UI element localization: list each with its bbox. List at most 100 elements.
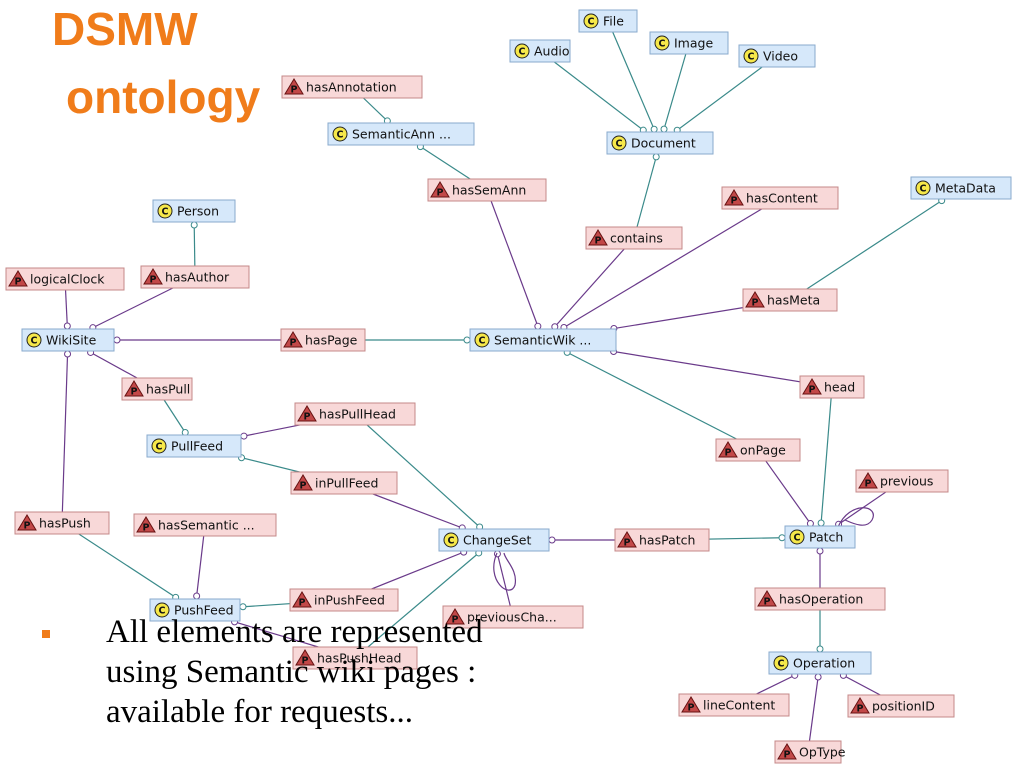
node-label: SemanticAnn ... [352, 127, 451, 142]
svg-text:C: C [778, 659, 785, 670]
class-badge-icon: C [915, 180, 931, 196]
edge-hasSemAnn-semanticWik [486, 189, 544, 341]
class-node-person: C Person [152, 199, 236, 223]
edge-end-marker [463, 336, 471, 344]
node-label: OpType [799, 745, 846, 760]
class-badge-icon: C [474, 332, 490, 348]
node-label: Video [763, 49, 798, 64]
class-badge-icon: C [151, 438, 167, 454]
property-badge-icon: P [745, 291, 765, 309]
bullet-line-2: using Semantic wiki pages : [106, 654, 477, 690]
property-badge-icon: P [617, 531, 637, 549]
svg-text:C: C [337, 130, 344, 141]
edge-end-marker [193, 592, 201, 600]
svg-text:C: C [920, 184, 927, 195]
svg-text:P: P [24, 521, 31, 532]
property-badge-icon: P [850, 697, 870, 715]
edge-hasPushHead-changeSet [354, 539, 495, 659]
class-badge-icon: C [654, 35, 670, 51]
edge-head-patch [819, 386, 833, 538]
class-badge-icon: C [332, 126, 348, 142]
edge-hasPullHead-changeSet [354, 413, 495, 541]
svg-text:P: P [290, 338, 297, 349]
node-label: hasSemantic ... [158, 518, 255, 533]
svg-text:P: P [15, 277, 22, 288]
class-node-wikiSite: C WikiSite [21, 328, 115, 352]
class-badge-icon: C [26, 332, 42, 348]
property-badge-icon: P [17, 514, 37, 532]
self-loop-previouscha-loop [493, 552, 517, 591]
svg-text:C: C [659, 39, 666, 50]
edge-end-marker [190, 221, 198, 229]
edge-end-marker [814, 673, 822, 681]
node-label: onPage [740, 443, 786, 458]
node-label: logicalClock [30, 272, 105, 287]
property-badge-icon: P [293, 474, 313, 492]
edge-end-marker [660, 125, 668, 133]
property-badge-icon: P [445, 608, 465, 626]
edge-hasMeta-metaData [789, 187, 962, 301]
svg-text:P: P [304, 412, 311, 423]
node-label: ChangeSet [463, 533, 531, 548]
class-badge-icon: C [611, 135, 627, 151]
property-badge-icon: P [430, 181, 450, 199]
svg-text:P: P [291, 85, 298, 96]
node-label: hasMeta [767, 293, 820, 308]
edge-end-marker [240, 432, 248, 440]
svg-text:P: P [725, 448, 732, 459]
property-badge-icon: P [124, 380, 144, 398]
node-label: MetaData [935, 181, 996, 196]
bullet-text: All elements are represented using Seman… [106, 612, 606, 732]
property-badge-icon: P [588, 229, 608, 247]
svg-text:P: P [624, 538, 631, 549]
svg-text:P: P [865, 479, 872, 490]
svg-text:P: P [143, 523, 150, 534]
edge-end-marker [63, 322, 71, 330]
bullet-line-3: available for requests... [106, 694, 413, 730]
bullet-line-1: All elements are represented [106, 614, 483, 650]
edge-end-marker [816, 547, 824, 555]
node-label: WikiSite [46, 333, 97, 348]
property-badge-icon: P [724, 189, 744, 207]
svg-text:P: P [857, 704, 864, 715]
svg-text:P: P [131, 387, 138, 398]
property-badge-icon: P [777, 743, 797, 761]
svg-text:P: P [150, 275, 157, 286]
class-node-metaData: C MetaData [910, 176, 1012, 200]
slide-title-line-1: DSMW [52, 3, 198, 55]
svg-text:C: C [31, 336, 38, 347]
node-label: Person [177, 204, 219, 219]
class-node-changeSet: C ChangeSet [438, 528, 550, 552]
class-badge-icon: C [514, 43, 530, 59]
svg-text:C: C [159, 606, 166, 617]
node-label: File [603, 14, 624, 29]
edge-audio-document [539, 50, 661, 144]
svg-text:C: C [156, 442, 163, 453]
property-badge-icon: P [8, 270, 28, 288]
class-badge-icon: C [157, 203, 173, 219]
class-badge-icon: C [443, 532, 459, 548]
edge-hasPush-wikiSite [61, 339, 69, 524]
property-badge-icon: P [681, 696, 701, 714]
svg-text:P: P [731, 196, 738, 207]
svg-text:P: P [809, 385, 816, 396]
